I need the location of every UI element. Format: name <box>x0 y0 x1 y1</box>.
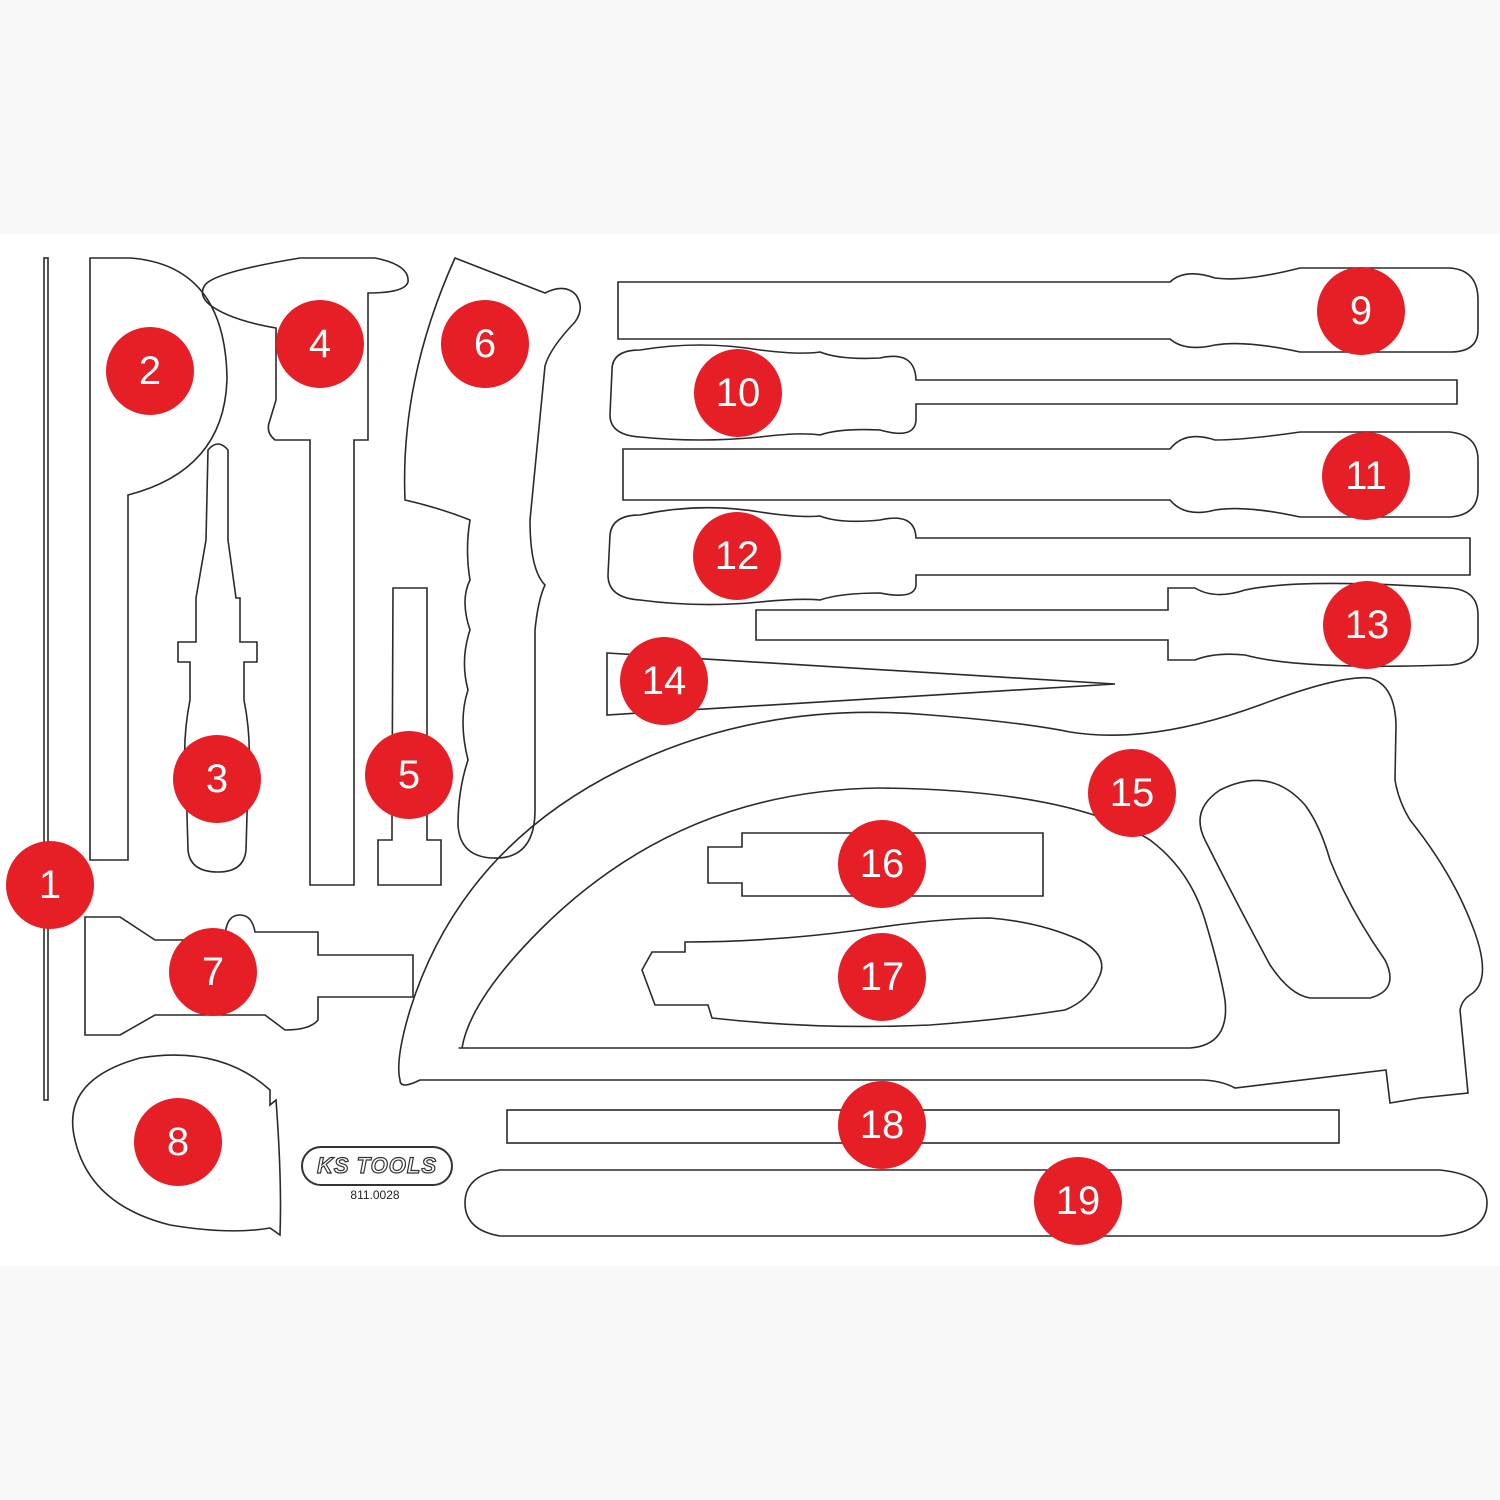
badge-10: 10 <box>694 349 782 437</box>
badge-1: 1 <box>6 841 94 929</box>
badge-18: 18 <box>838 1081 926 1169</box>
badge-17: 17 <box>838 933 926 1021</box>
badge-9: 9 <box>1317 267 1405 355</box>
outline-2-square <box>89 257 228 861</box>
outline-17-handle <box>641 917 1103 1028</box>
badge-16: 16 <box>838 820 926 908</box>
badge-2: 2 <box>106 327 194 415</box>
outline-15-hacksaw <box>397 676 1484 1104</box>
outline-4-caliper <box>201 257 409 886</box>
outline-3-screwdriver <box>177 443 258 873</box>
badge-6: 6 <box>441 300 529 388</box>
badge-13: 13 <box>1323 581 1411 669</box>
badge-19: 19 <box>1034 1157 1122 1245</box>
outline-7-pliers <box>84 914 414 1036</box>
outline-14-chisel <box>606 652 1116 716</box>
article-number: 811.0028 <box>350 1188 400 1202</box>
badge-8: 8 <box>134 1098 222 1186</box>
outline-8-tape-measure <box>71 1054 282 1237</box>
badge-3: 3 <box>173 735 261 823</box>
outline-12-screwdriver <box>607 506 1471 606</box>
badge-12: 12 <box>693 512 781 600</box>
outline-16-bit <box>707 832 1044 897</box>
outline-1-rod <box>43 257 49 1101</box>
badge-7: 7 <box>169 928 257 1016</box>
outline-6-hammer <box>403 256 582 859</box>
ks-tools-logo: KS TOOLS <box>301 1146 453 1186</box>
badge-15: 15 <box>1088 749 1176 837</box>
badge-4: 4 <box>276 300 364 388</box>
badge-14: 14 <box>620 637 708 725</box>
outline-13-screwdriver <box>755 582 1479 668</box>
badge-5: 5 <box>365 731 453 819</box>
outline-19-level <box>464 1169 1488 1237</box>
outline-10-screwdriver <box>609 344 1458 441</box>
badge-11: 11 <box>1322 432 1410 520</box>
outline-9-file <box>617 267 1479 353</box>
outline-11-file <box>622 431 1479 518</box>
